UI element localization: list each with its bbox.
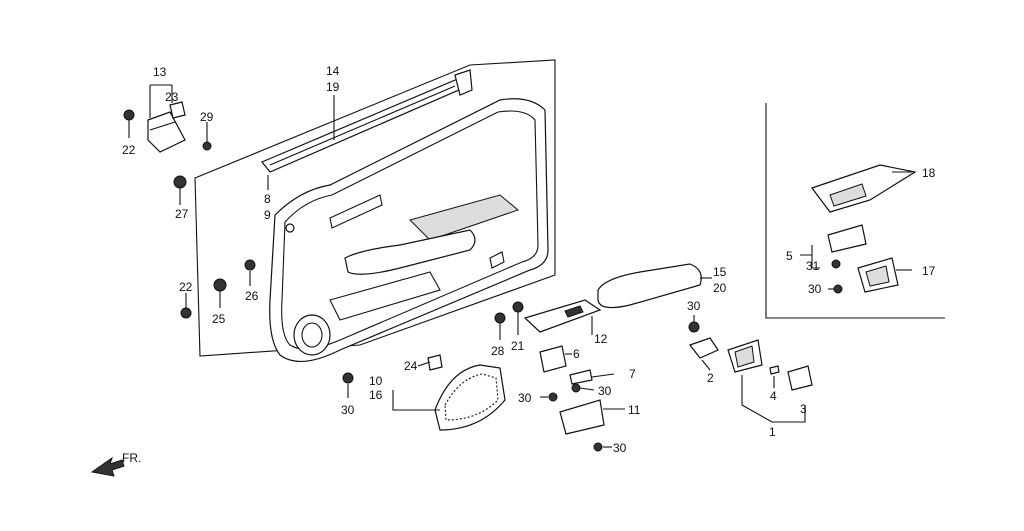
- switch-inset-outline: [765, 103, 945, 319]
- callout-27: 27: [175, 207, 189, 221]
- armrest: [597, 263, 702, 309]
- callout-4: 4: [770, 389, 777, 403]
- cap-7: [569, 369, 593, 385]
- callout-22b: 22: [179, 280, 193, 294]
- clip-24: [427, 354, 443, 371]
- callout-10: 10: [369, 374, 383, 388]
- callout-18: 18: [922, 166, 936, 180]
- callout-17: 17: [922, 264, 936, 278]
- window-switch-buttons: [829, 183, 867, 207]
- callout-29: 29: [200, 110, 214, 124]
- pocket-11: [559, 399, 605, 435]
- callout-12: 12: [594, 332, 608, 346]
- weatherstrip: [261, 69, 473, 173]
- callout-16: 16: [369, 388, 383, 402]
- front-arrow-icon: [90, 456, 125, 477]
- callout-28: 28: [491, 344, 505, 358]
- callout-14: 14: [326, 64, 340, 78]
- switch-5: [827, 224, 867, 253]
- callout-22a: 22: [122, 143, 136, 157]
- callout-30b: 30: [518, 391, 532, 405]
- callout-31: 31: [806, 259, 820, 273]
- cover-3: [787, 365, 813, 391]
- switch-6: [539, 345, 567, 373]
- callout-30a: 30: [598, 384, 612, 398]
- callout-21: 21: [511, 339, 525, 353]
- door-lining-panel: [269, 98, 549, 363]
- callout-15: 15: [713, 265, 727, 279]
- callout-23: 23: [165, 90, 179, 104]
- callout-9: 9: [264, 208, 271, 222]
- handle-1-inner: [734, 345, 755, 368]
- callout-7: 7: [629, 367, 636, 381]
- speaker-grille: [434, 364, 506, 431]
- clip-23: [169, 101, 186, 119]
- callout-5: 5: [786, 249, 793, 263]
- callout-24: 24: [404, 359, 418, 373]
- bracket-13: [147, 111, 186, 153]
- main-assembly-outline: [194, 59, 556, 357]
- bracket-2: [689, 337, 719, 359]
- front-arrow-label: FR.: [122, 451, 141, 465]
- callout-30f: 30: [808, 282, 822, 296]
- callout-11: 11: [628, 403, 641, 417]
- callout-26: 26: [245, 289, 259, 303]
- callout-30e: 30: [687, 299, 701, 313]
- callout-30c: 30: [613, 441, 627, 455]
- switch-panel: [523, 299, 602, 333]
- callout-30d: 30: [341, 403, 355, 417]
- callout-6: 6: [573, 347, 580, 361]
- callout-20: 20: [713, 281, 727, 295]
- bezel-17-inner: [865, 265, 890, 287]
- callout-13: 13: [153, 65, 167, 79]
- callout-1: 1: [769, 425, 776, 439]
- callout-8: 8: [264, 192, 271, 206]
- callout-25: 25: [212, 312, 226, 326]
- callout-numbers: 13 23 22 29 27 14 19 8 9 22 25 26 28 21 …: [122, 64, 936, 455]
- callout-3: 3: [800, 402, 807, 416]
- switch-panel-slot: [564, 305, 584, 318]
- clip-4: [769, 365, 780, 375]
- callout-19: 19: [326, 80, 340, 94]
- leader-lines: [128, 84, 912, 448]
- callout-2: 2: [707, 371, 714, 385]
